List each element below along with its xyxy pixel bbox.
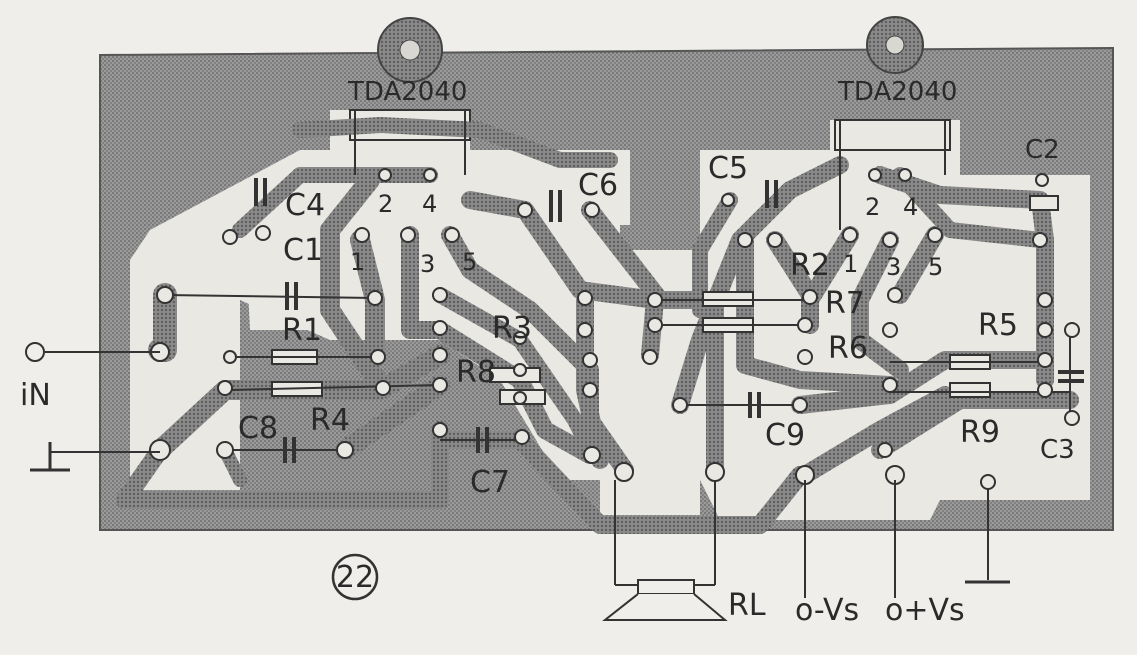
pin-label-right-3: 3: [886, 253, 901, 281]
pin-label-left-2: 2: [378, 190, 393, 218]
pin-label-right-5: 5: [928, 253, 943, 281]
label-C3: C3: [1040, 435, 1075, 465]
ic-body-right: [834, 119, 951, 151]
figure-number: 22: [336, 560, 374, 595]
label-C6: C6: [578, 168, 618, 203]
label-R6: R6: [828, 331, 868, 366]
pin-label-right-4: 4: [903, 193, 918, 221]
label-C1: C1: [283, 233, 323, 268]
label-R3: R3: [492, 311, 532, 346]
label-C8: C8: [238, 411, 278, 446]
pin-label-left-4: 4: [422, 190, 437, 218]
pin-label-left-1: 1: [350, 248, 365, 276]
pin-label-right-2: 2: [865, 193, 880, 221]
terminal-pos-supply-label: o+Vs: [885, 593, 965, 628]
labels: TDA2040 TDA2040 1 2 3 4 5 1 2 3 4 5 C1 C…: [20, 77, 1075, 628]
figure-number-circle: [331, 553, 379, 601]
label-C9: C9: [765, 418, 805, 453]
pin-label-left-3: 3: [420, 250, 435, 278]
pin-label-right-1: 1: [843, 250, 858, 278]
ic-label-left: TDA2040: [347, 77, 467, 107]
heatsink-tab-right: [866, 16, 924, 74]
label-R9: R9: [960, 415, 1000, 450]
label-R7: R7: [825, 286, 865, 321]
label-C7: C7: [470, 465, 510, 500]
solder-pads: [149, 168, 1080, 490]
terminal-neg-supply-label: o-Vs: [795, 593, 859, 628]
label-R5: R5: [978, 308, 1018, 343]
label-R8: R8: [456, 355, 496, 390]
terminal-input-label: iN: [20, 378, 51, 413]
label-R2: R2: [790, 248, 830, 283]
label-C5: C5: [708, 151, 748, 186]
external-wiring: [25, 342, 1010, 621]
terminal-load-label: RL: [728, 588, 766, 623]
label-C2: C2: [1025, 135, 1060, 165]
label-R4: R4: [310, 403, 350, 438]
label-R1: R1: [282, 313, 322, 348]
heatsink-tab-left: [377, 17, 443, 83]
label-C4: C4: [285, 188, 325, 223]
ic-label-right: TDA2040: [837, 77, 957, 107]
pin-label-left-5: 5: [462, 248, 477, 276]
component-outlines: [164, 110, 1084, 463]
